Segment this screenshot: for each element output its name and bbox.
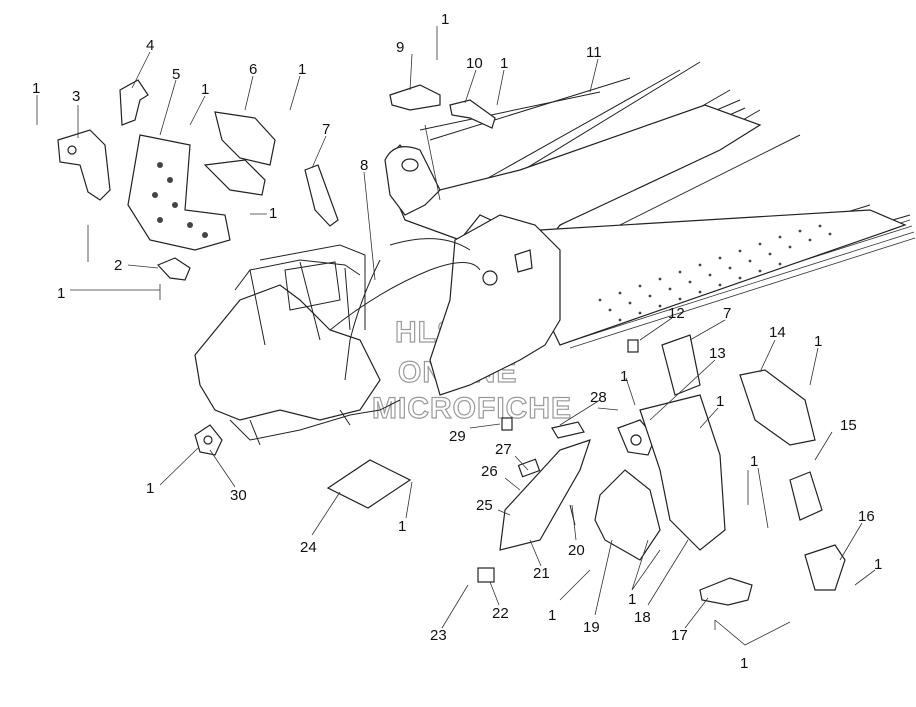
callout-25: 25 [476,497,493,514]
part-15-plate [789,471,823,521]
callout-1: 1 [57,285,65,302]
callout-1: 1 [201,81,209,98]
callout-1: 1 [269,205,277,222]
callout-1: 1 [441,11,449,28]
callout-19: 19 [583,619,600,636]
callout-labels: 1 3 4 5 1 6 1 7 1 2 1 8 9 1 10 1 11 12 7… [32,11,882,672]
callout-20: 20 [568,542,585,559]
callout-1: 1 [874,556,882,573]
callout-5: 5 [172,66,180,83]
part-28-clip [551,421,585,439]
callout-24: 24 [300,539,317,556]
callout-1: 1 [500,55,508,72]
callout-26: 26 [481,463,498,480]
callout-29: 29 [449,428,466,445]
part-7-upper [304,164,339,227]
leader-lines [36,26,876,646]
part-10-bracket [449,99,496,129]
part-3-bracket [57,129,111,201]
callout-1: 1 [398,518,406,535]
callout-9: 9 [396,39,404,56]
callout-1: 1 [620,368,628,385]
callout-7: 7 [723,305,731,322]
callout-1: 1 [750,453,758,470]
part-7-lower [661,334,701,396]
callout-1: 1 [146,480,154,497]
callout-1: 1 [298,61,306,78]
callout-17: 17 [671,627,688,644]
part-2-clip [156,257,191,281]
callout-28: 28 [590,389,607,406]
callout-1: 1 [716,393,724,410]
watermark-line-3: MICROFICHE [372,392,572,425]
part-17-bracket [699,577,753,606]
callout-1: 1 [628,591,636,608]
part-19-cover [594,469,661,561]
tunnel-perforations [598,224,832,322]
callout-14: 14 [769,324,786,341]
part-18-panel [639,394,726,551]
callout-22: 22 [492,605,509,622]
callout-18: 18 [634,609,651,626]
chassis-assembly [194,61,916,446]
callout-8: 8 [360,157,368,174]
callout-15: 15 [840,417,857,434]
callout-1: 1 [814,333,822,350]
part-29-spacer [501,417,513,431]
callout-1: 1 [32,80,40,97]
callout-27: 27 [495,441,512,458]
callout-11: 11 [586,44,602,61]
part-4-bracket [119,79,149,126]
part-21-25-26-channel [499,439,591,551]
part-22-plate [477,567,495,583]
callout-12: 12 [668,305,685,322]
part-12-pad [627,339,639,353]
part-14-cover [739,369,816,446]
callout-6: 6 [249,61,257,78]
callout-21: 21 [533,565,550,582]
part-9-bracket [389,84,441,111]
part-5-plate [127,134,231,251]
callout-7: 7 [322,121,330,138]
part-16-plate [804,544,846,591]
part-24-plate [326,459,412,509]
callout-23: 23 [430,627,447,644]
callout-4: 4 [146,37,154,54]
callout-16: 16 [858,508,875,525]
callout-2: 2 [114,257,122,274]
part-30-bracket [194,424,223,456]
callout-10: 10 [466,55,483,72]
callout-1: 1 [548,607,556,624]
part-6-bracket [203,111,276,196]
callout-1: 1 [740,655,748,672]
callout-13: 13 [709,345,726,362]
callout-30: 30 [230,487,247,504]
callout-3: 3 [72,88,80,105]
